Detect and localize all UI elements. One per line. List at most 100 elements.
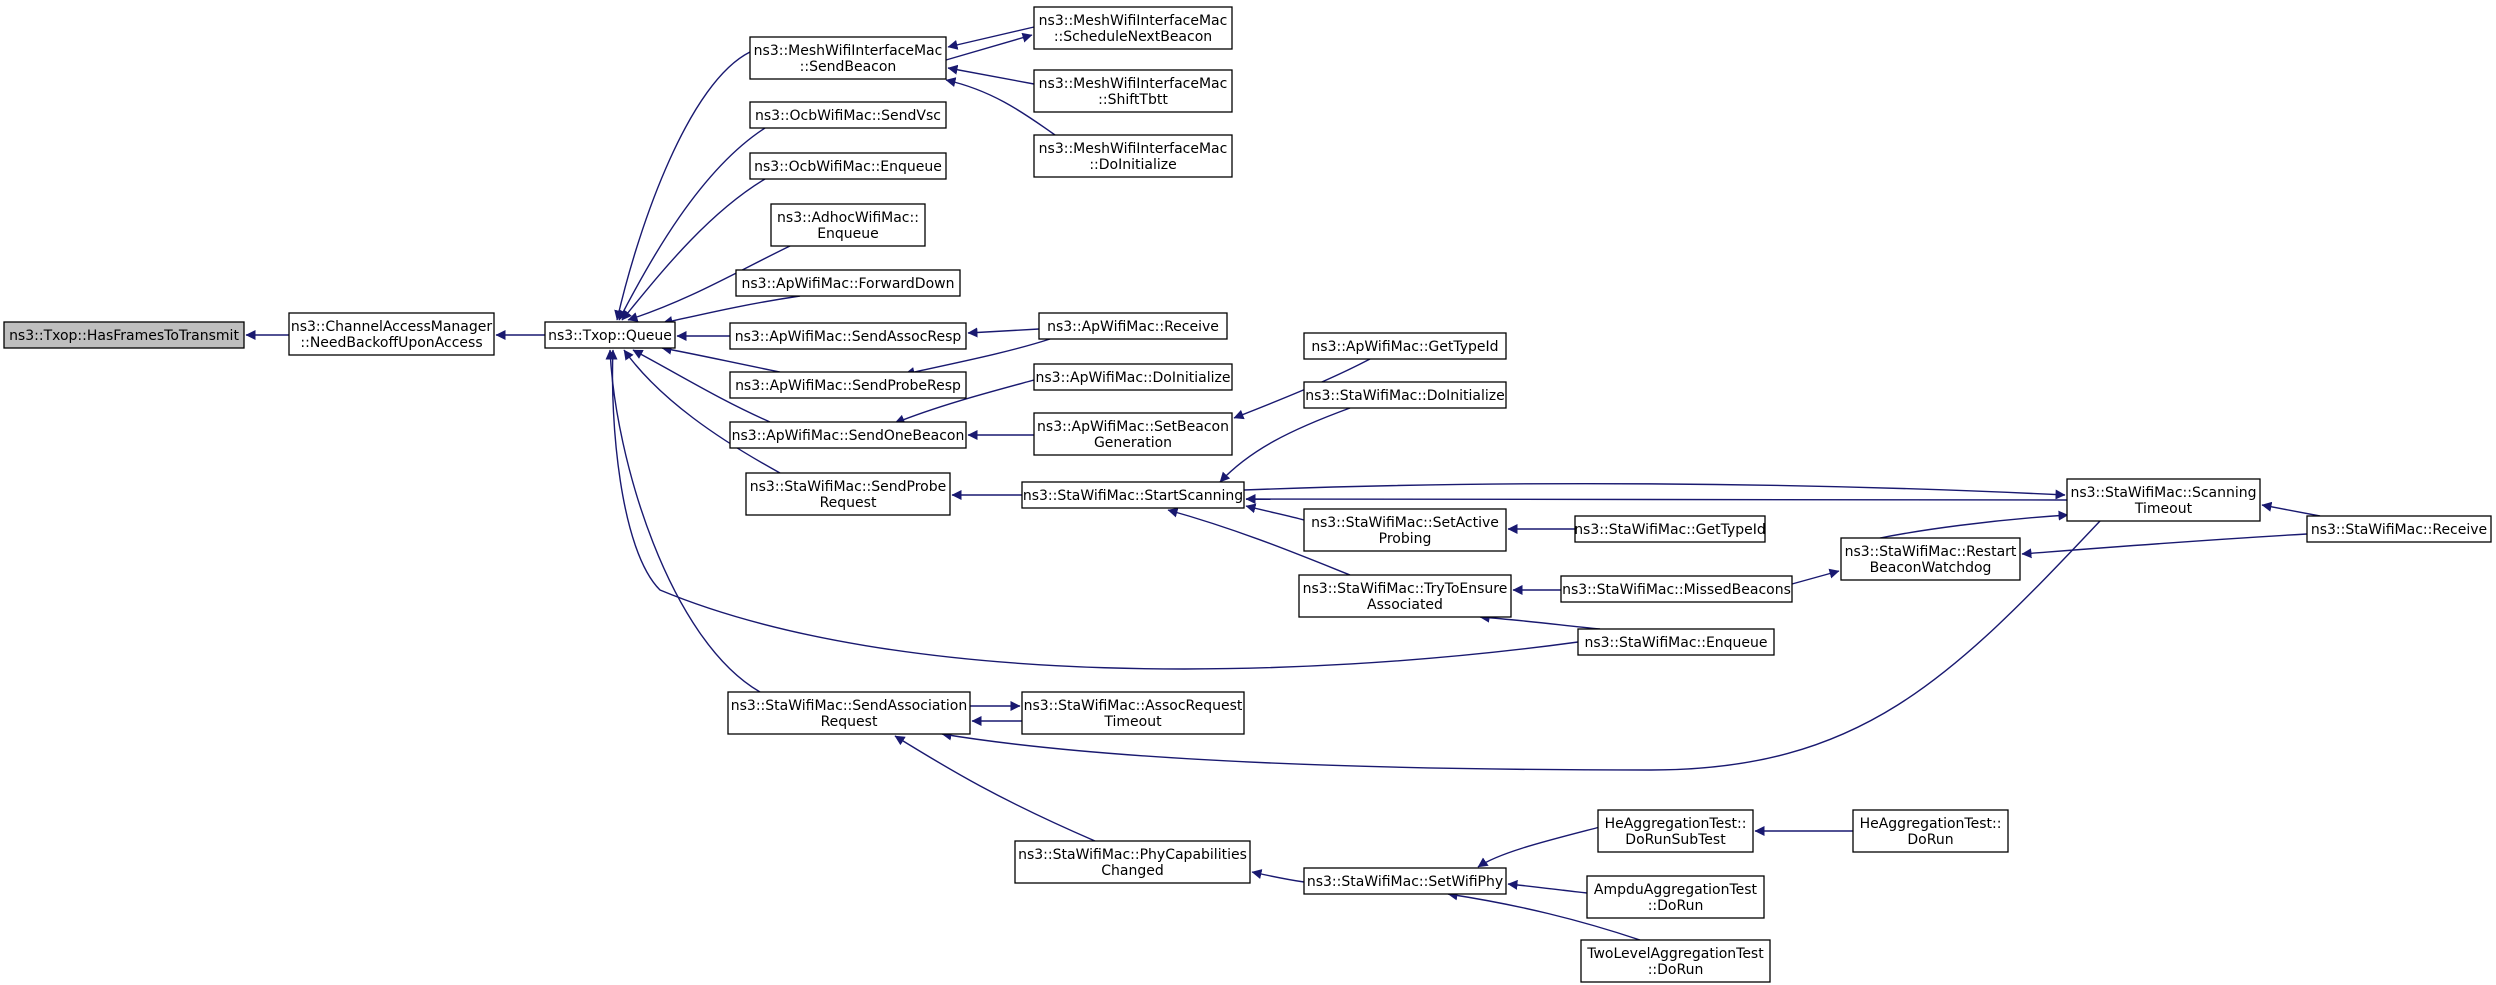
node-sta-doinit[interactable]: ns3::StaWifiMac::DoInitialize [1303,381,1507,409]
node-label: ns3::StaWifiMac::AssocRequest [1024,698,1243,714]
node-label: Probing [1379,531,1432,547]
node-adhoc-enqueue[interactable]: ns3::AdhocWifiMac::Enqueue [770,203,926,247]
edge-sta_startscanning-to-sta_scanningtimeout [1243,482,2066,500]
node-label: ns3::StaWifiMac::Receive [2311,522,2487,538]
node-sta-missedbeacons[interactable]: ns3::StaWifiMac::MissedBeacons [1560,575,1793,603]
node-box [1033,134,1233,178]
node-box [2066,478,2261,522]
node-ap-gettypeid[interactable]: ns3::ApWifiMac::GetTypeId [1303,332,1507,360]
node-ocb-sendvsc[interactable]: ns3::OcbWifiMac::SendVsc [749,101,947,129]
node-box [1021,481,1245,509]
node-label: Generation [1094,435,1172,451]
node-ap-sendonebeacon[interactable]: ns3::ApWifiMac::SendOneBeacon [729,421,967,449]
edge-ampdu_dorun-to-sta_setwifiphy [1507,879,1588,894]
node-label: ns3::ApWifiMac::GetTypeId [1311,339,1498,355]
node-box [1303,867,1507,895]
node-label: Timeout [2134,501,2193,517]
node-label: ns3::StaWifiMac::SetWifiPhy [1307,874,1503,890]
node-sta-enqueue[interactable]: ns3::StaWifiMac::Enqueue [1577,628,1775,656]
edge-ap_receive-to-ap_sendassocresp [967,327,1040,338]
edge-mesh_schedulenext-to-mesh_sendbeacon [947,26,1035,50]
node-label: Changed [1101,863,1164,879]
edge-mesh_sendbeacon-to-mesh_schedulenext [945,32,1033,61]
node-box [1577,628,1775,656]
edge-ap_receive-to-ap_sendproberesp [904,338,1051,377]
edge-sta_enqueue-to-sta_trytoensure [1479,612,1601,630]
node-label: Enqueue [817,226,879,242]
node-ampdu-dorun[interactable]: AmpduAggregationTest::DoRun [1586,875,1765,919]
node-sta-setwifiphy[interactable]: ns3::StaWifiMac::SetWifiPhy [1303,867,1507,895]
node-label: AmpduAggregationTest [1594,882,1758,898]
node-he-dorunsubtest[interactable]: HeAggregationTest::DoRunSubTest [1597,809,1754,853]
node-mesh-shifttbtt[interactable]: ns3::MeshWifiInterfaceMac::ShiftTbtt [1033,69,1233,113]
node-label: ns3::ApWifiMac::SendOneBeacon [732,428,965,444]
node-label: ns3::ChannelAccessManager [291,319,493,335]
node-box [1597,809,1754,853]
node-box [1852,809,2009,853]
node-label: HeAggregationTest:: [1860,816,2002,832]
node-sta-gettypeid[interactable]: ns3::StaWifiMac::GetTypeId [1574,515,1766,543]
edge-ap_sendproberesp-to-txop_queue [661,344,781,373]
node-mesh-doinit[interactable]: ns3::MeshWifiInterfaceMac::DoInitialize [1033,134,1233,178]
node-ap-sendassocresp[interactable]: ns3::ApWifiMac::SendAssocResp [729,322,967,350]
edge-sta_receive-to-sta_scanningtimeout [2261,501,2321,517]
node-he-dorun[interactable]: HeAggregationTest::DoRun [1852,809,2009,853]
node-ap-sendproberesp[interactable]: ns3::ApWifiMac::SendProbeResp [729,371,967,399]
node-label: ns3::MeshWifiInterfaceMac [1039,76,1228,92]
node-label: ns3::ApWifiMac::DoInitialize [1036,370,1231,386]
node-sta-startscanning[interactable]: ns3::StaWifiMac::StartScanning [1021,481,1245,509]
node-box [1033,412,1233,456]
node-label: Associated [1367,597,1443,613]
node-box [1014,840,1251,884]
edge-twolevel_dorun-to-sta_setwifiphy [1447,890,1641,941]
node-ap-forwarddown[interactable]: ns3::ApWifiMac::ForwardDown [735,269,961,297]
node-cam-needbackoff[interactable]: ns3::ChannelAccessManager::NeedBackoffUp… [288,312,495,356]
node-txop-queue[interactable]: ns3::Txop::Queue [544,321,676,349]
node-label: Request [820,495,877,511]
node-label: ::DoRun [1648,962,1704,978]
node-label: HeAggregationTest:: [1605,816,1747,832]
node-box [1586,875,1765,919]
node-label: ns3::ApWifiMac::SendProbeResp [735,378,961,394]
node-label: BeaconWatchdog [1870,560,1992,576]
node-box [544,321,676,349]
node-mesh-schedulenext[interactable]: ns3::MeshWifiInterfaceMac::ScheduleNextB… [1033,6,1233,50]
node-label: ::ShiftTbtt [1098,92,1168,108]
node-box [1560,575,1793,603]
node-label: ::DoInitialize [1089,157,1176,173]
node-ocb-enqueue[interactable]: ns3::OcbWifiMac::Enqueue [749,152,947,180]
node-box [1303,332,1507,360]
node-ap-doinit[interactable]: ns3::ApWifiMac::DoInitialize [1033,363,1233,391]
node-box [1574,515,1766,543]
node-label: ns3::StaWifiMac::StartScanning [1023,488,1243,504]
node-label: ns3::StaWifiMac::PhyCapabilities [1018,847,1247,863]
edge-ocb_enqueue-to-txop_queue [621,178,766,321]
node-box [749,36,947,80]
edge-sta_scanningtimeout-to-sta_startscanning [1245,494,2068,505]
edge-sta_enqueue-to-txop_queue [607,349,1579,670]
edge-adhoc_enqueue-to-txop_queue [627,245,791,322]
node-mesh-sendbeacon[interactable]: ns3::MeshWifiInterfaceMac::SendBeacon [749,36,947,80]
node-label: ns3::MeshWifiInterfaceMac [1039,141,1228,157]
node-label: ns3::StaWifiMac::SetActive [1311,515,1499,531]
edge-sta_setwifiphy-to-sta_phycapchanged [1251,869,1305,883]
node-label: ns3::StaWifiMac::Scanning [2070,485,2256,501]
node-label: ns3::StaWifiMac::SendAssociation [731,698,967,714]
node-ap-receive[interactable]: ns3::ApWifiMac::Receive [1038,312,1228,340]
node-sta-receive[interactable]: ns3::StaWifiMac::Receive [2306,515,2492,543]
node-label: ns3::StaWifiMac::DoInitialize [1305,388,1504,404]
node-label: ::SendBeacon [800,59,897,75]
node-label: ns3::OcbWifiMac::SendVsc [755,108,941,124]
node-twolevel-dorun[interactable]: TwoLevelAggregationTest::DoRun [1580,939,1771,983]
edge-sta_doinit-to-sta_startscanning [1219,407,1351,483]
node-txop-hasframes[interactable]: ns3::Txop::HasFramesToTransmit [3,321,245,349]
